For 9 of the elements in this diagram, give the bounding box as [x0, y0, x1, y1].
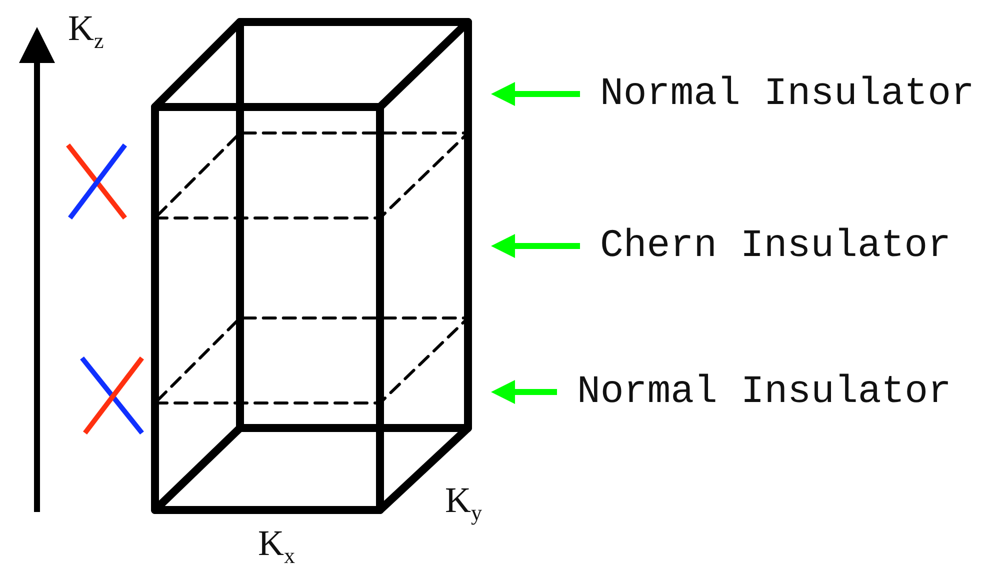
axis-label: K$_{y}$ [445, 480, 482, 527]
phase-label: Normal Insulator [577, 370, 952, 414]
phase-label: Normal Insulator [600, 72, 974, 116]
axis-label: K$_{z}$ [68, 8, 104, 55]
arrow [491, 82, 580, 106]
phase-label: Chern Insulator [600, 224, 952, 268]
arrow [491, 380, 557, 404]
arrow [491, 234, 580, 258]
axis-label: K$_{x}$ [258, 523, 295, 570]
